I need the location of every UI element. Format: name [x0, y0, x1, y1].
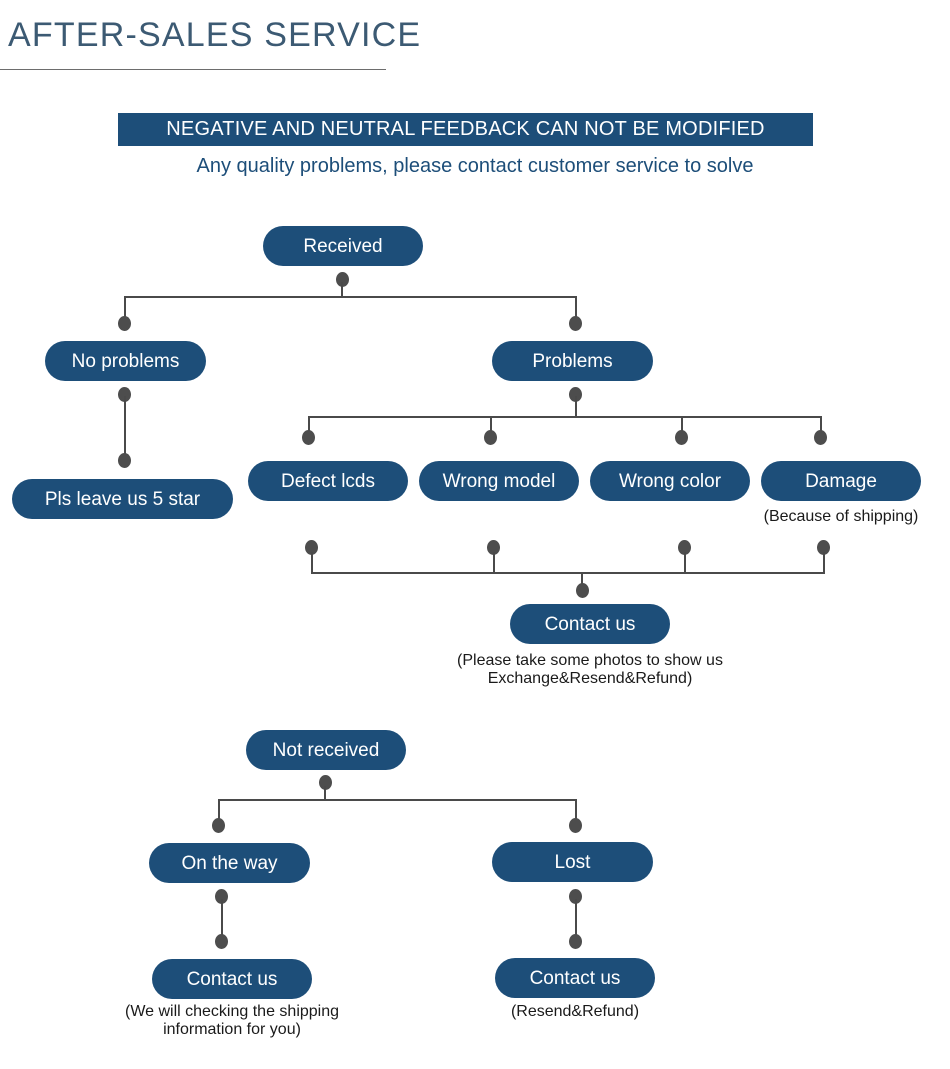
connector-to-damage — [820, 416, 822, 436]
connector-to-lost — [575, 799, 577, 824]
connector-dot-contact-right-in — [569, 934, 582, 949]
connector-dot-damage — [814, 430, 827, 445]
connector-received-stem — [341, 282, 343, 298]
connector-to-on-the-way — [218, 799, 220, 824]
connector-merge-to-contact — [581, 572, 583, 590]
node-contact-us-on-the-way[interactable]: Contact us — [152, 959, 312, 999]
connector-dot-wrong-color-out — [678, 540, 691, 555]
node-pls-leave-5-star[interactable]: Pls leave us 5 star — [12, 479, 233, 519]
caption-contact-us-problems: (Please take some photos to show us Exch… — [457, 652, 723, 687]
connector-dot-defect-lcds — [302, 430, 315, 445]
connector-dot-problems — [569, 316, 582, 331]
connector-problems-split-bar — [308, 416, 822, 418]
connector-problems-merge-bar — [311, 572, 825, 574]
node-wrong-color[interactable]: Wrong color — [590, 461, 750, 501]
connector-on-the-way-stem — [221, 899, 223, 939]
node-lost[interactable]: Lost — [492, 842, 653, 882]
connector-defect-lcds-down — [311, 552, 313, 574]
node-defect-lcds[interactable]: Defect lcds — [248, 461, 408, 501]
notice-subtitle: Any quality problems, please contact cus… — [196, 155, 754, 177]
node-contact-us-lost[interactable]: Contact us — [495, 958, 655, 998]
connector-dot-contact-in — [576, 583, 589, 598]
node-on-the-way[interactable]: On the way — [149, 843, 310, 883]
page-title: AFTER-SALES SERVICE — [8, 16, 422, 54]
connector-dot-received — [336, 272, 349, 287]
connector-damage-down — [823, 552, 825, 574]
connector-received-split-bar — [124, 296, 576, 298]
connector-dot-damage-out — [817, 540, 830, 555]
connector-dot-lost-out — [569, 889, 582, 904]
title-divider — [0, 69, 386, 70]
node-no-problems[interactable]: No problems — [45, 341, 206, 381]
node-received[interactable]: Received — [263, 226, 423, 266]
node-not-received[interactable]: Not received — [246, 730, 406, 770]
caption-contact-us-on-the-way: (We will checking the shipping informati… — [124, 1003, 340, 1038]
notice-banner: NEGATIVE AND NEUTRAL FEEDBACK CAN NOT BE… — [118, 113, 813, 146]
connector-dot-not-received — [319, 775, 332, 790]
caption-damage-shipping: (Because of shipping) — [763, 508, 919, 525]
connector-wrong-model-down — [493, 552, 495, 574]
connector-not-received-split-bar — [218, 799, 577, 801]
connector-to-no-problems — [124, 296, 126, 322]
connector-to-wrong-model — [490, 416, 492, 436]
connector-dot-defect-lcds-out — [305, 540, 318, 555]
connector-not-received-stem — [324, 786, 326, 800]
connector-to-defect-lcds — [308, 416, 310, 436]
node-contact-us-problems[interactable]: Contact us — [510, 604, 670, 644]
connector-lost-stem — [575, 899, 577, 939]
connector-to-problems — [575, 296, 577, 322]
connector-no-problems-stem — [124, 396, 126, 458]
connector-dot-problems-out — [569, 387, 582, 402]
connector-dot-wrong-color — [675, 430, 688, 445]
node-problems[interactable]: Problems — [492, 341, 653, 381]
connector-dot-no-problems-out — [118, 387, 131, 402]
connector-wrong-color-down — [684, 552, 686, 574]
node-damage[interactable]: Damage — [761, 461, 921, 501]
connector-dot-lost — [569, 818, 582, 833]
connector-dot-no-problems — [118, 316, 131, 331]
connector-dot-5-star-in — [118, 453, 131, 468]
caption-contact-us-lost: (Resend&Refund) — [510, 1003, 640, 1020]
connector-to-wrong-color — [681, 416, 683, 436]
connector-dot-contact-left-in — [215, 934, 228, 949]
connector-dot-wrong-model-out — [487, 540, 500, 555]
connector-dot-on-the-way-out — [215, 889, 228, 904]
node-wrong-model[interactable]: Wrong model — [419, 461, 579, 501]
connector-dot-wrong-model — [484, 430, 497, 445]
connector-dot-on-the-way — [212, 818, 225, 833]
connector-problems-stem — [575, 396, 577, 417]
